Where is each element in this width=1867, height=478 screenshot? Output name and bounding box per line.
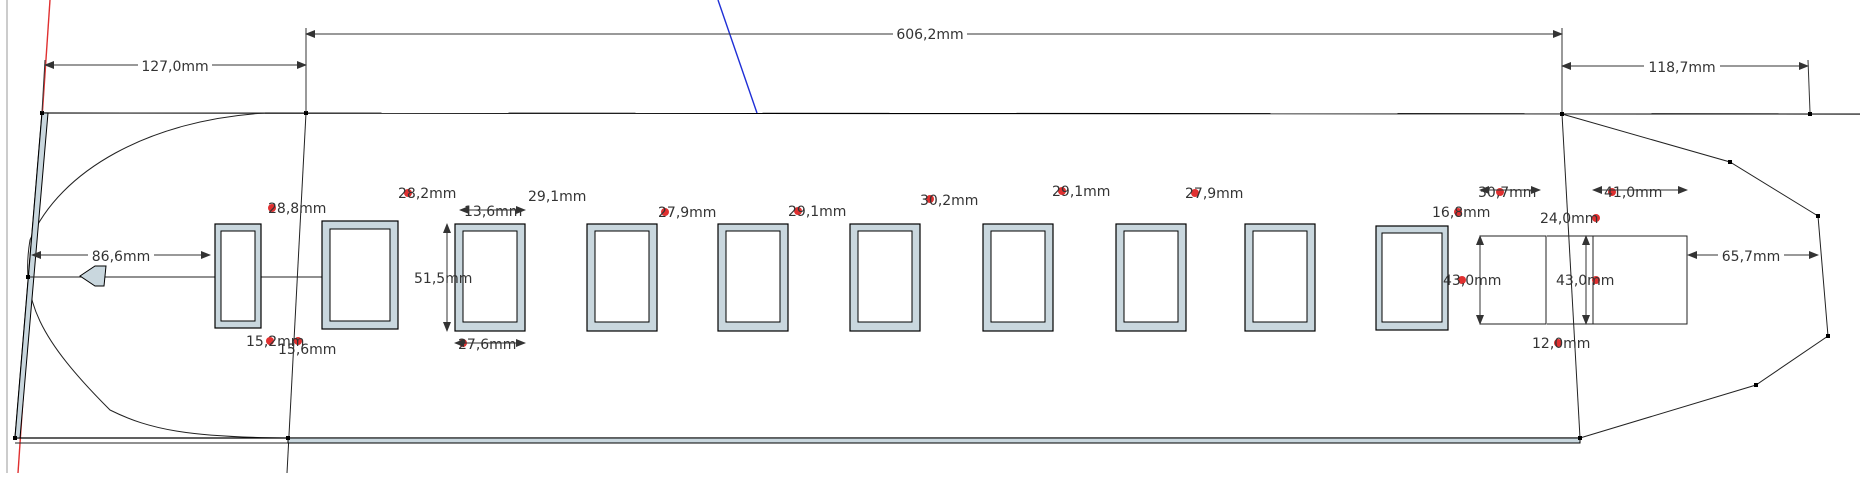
dim-spacing-9[interactable]: 27,9mm xyxy=(1185,186,1243,202)
dim-spacing-13[interactable]: 41,0mm xyxy=(1604,185,1662,201)
vertex-points xyxy=(13,111,1830,440)
dim-spacing-2[interactable]: 28,2mm xyxy=(398,186,456,202)
dim-win-width[interactable]: 27,6mm xyxy=(458,337,516,353)
dim-spacing-5[interactable]: 27,9mm xyxy=(658,205,716,221)
dimension-lines xyxy=(31,28,1819,347)
dim-h-right[interactable]: 43,0mm xyxy=(1556,273,1614,289)
dim-spacing-6[interactable]: 29,1mm xyxy=(788,204,846,220)
windows-group[interactable] xyxy=(214,220,1688,332)
dim-spacing-10[interactable]: 16,8mm xyxy=(1432,205,1490,221)
dimension-labels: 606,2mm 127,0mm 118,7mm 86,6mm 65,7mm 51… xyxy=(88,24,1784,358)
bow-marker[interactable] xyxy=(79,265,107,287)
dim-gap-b[interactable]: 15,6mm xyxy=(278,342,336,358)
dim-spacing-11[interactable]: 30,7mm xyxy=(1478,185,1536,201)
dim-spacing-12[interactable]: 24,0mm xyxy=(1540,211,1598,227)
dim-stern-depth[interactable]: 65,7mm xyxy=(1722,249,1780,265)
dim-spacing-8[interactable]: 29,1mm xyxy=(1052,184,1110,200)
dim-top-left[interactable]: 127,0mm xyxy=(141,59,208,75)
dim-spacing-7[interactable]: 30,2mm xyxy=(920,193,978,209)
dim-top-right[interactable]: 118,7mm xyxy=(1648,60,1715,76)
dim-h-left[interactable]: 43,0mm xyxy=(1443,273,1501,289)
dim-spacing-3[interactable]: 13,6mm xyxy=(464,204,522,220)
blue-axis-line xyxy=(717,0,758,114)
dim-bow-depth[interactable]: 86,6mm xyxy=(92,249,150,265)
dim-gap-c[interactable]: 12,0mm xyxy=(1532,336,1590,352)
hull-outline[interactable] xyxy=(14,112,1861,474)
dim-top-overall[interactable]: 606,2mm xyxy=(896,27,963,43)
dim-win-height[interactable]: 51,5mm xyxy=(414,271,472,287)
dim-spacing-1[interactable]: 28,8mm xyxy=(268,201,326,217)
dim-spacing-4[interactable]: 29,1mm xyxy=(528,189,586,205)
dim-gap-a[interactable]: 15,2mm xyxy=(246,334,304,350)
